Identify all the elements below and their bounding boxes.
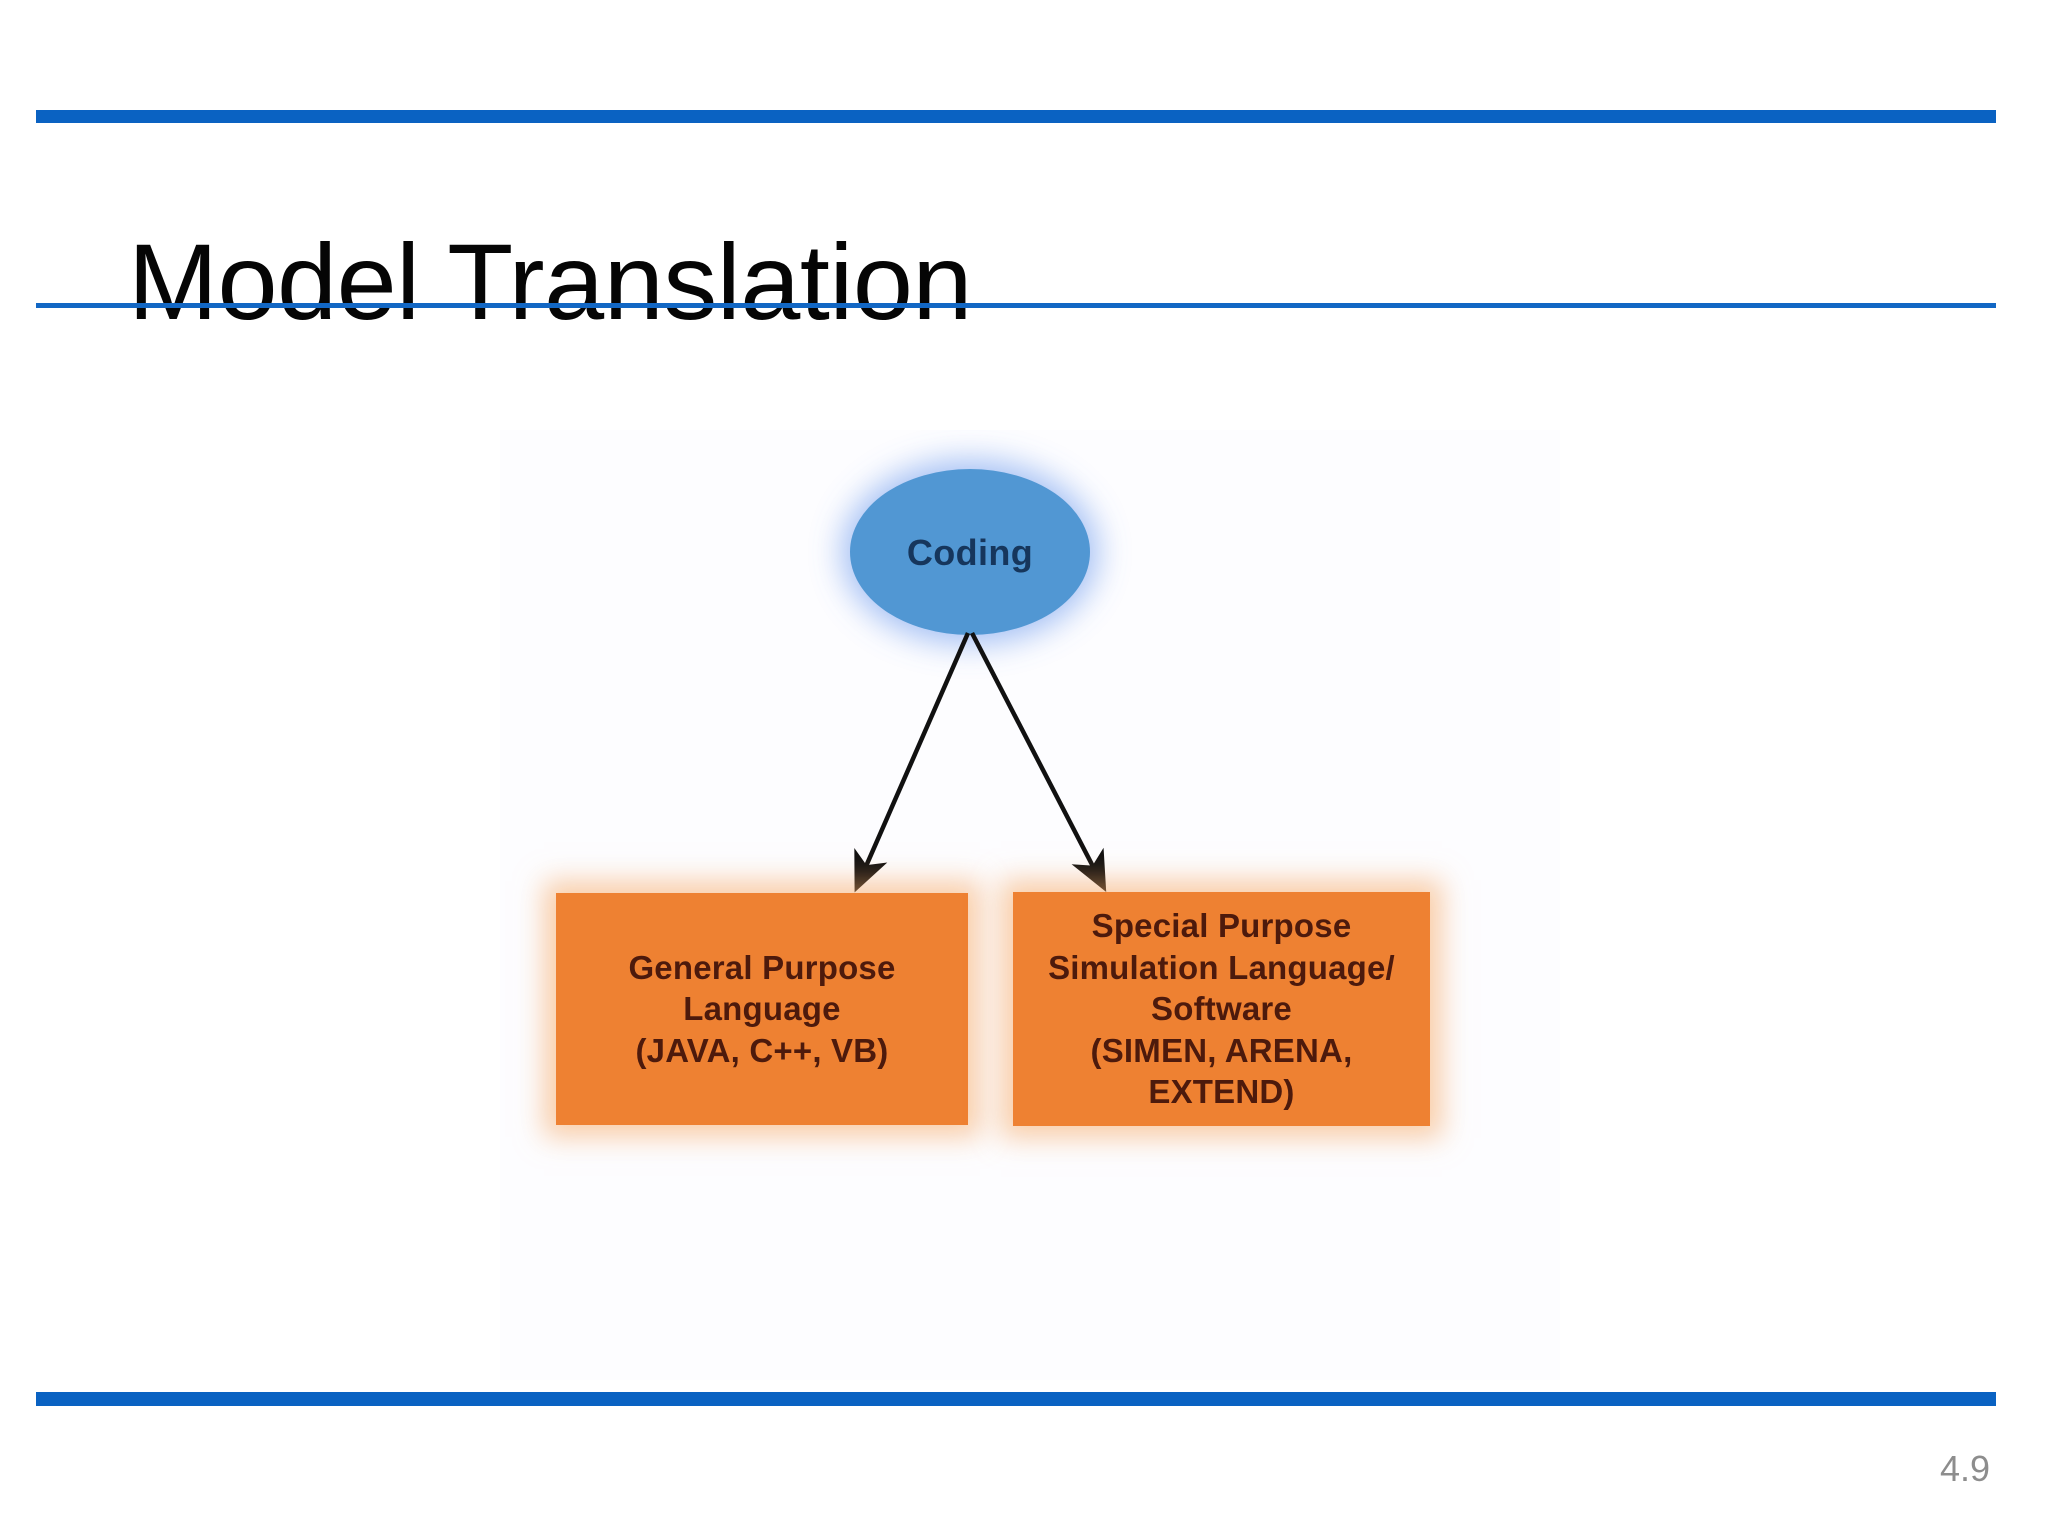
page-title: Model Translation xyxy=(128,221,972,343)
title-rule-bottom xyxy=(36,303,1996,308)
node-special-purpose-simulation: Special Purpose Simulation Language/ Sof… xyxy=(1013,892,1430,1126)
page-number: 4.9 xyxy=(1939,1448,1990,1489)
model-translation-diagram: Coding General Purpose Language (JAVA, C… xyxy=(500,430,1560,1380)
coding-ellipse xyxy=(850,469,1090,635)
node-special-purpose-simulation-label: Special Purpose Simulation Language/ Sof… xyxy=(1048,907,1395,1111)
connector-coding-to-special xyxy=(970,631,1107,892)
diagram-graphics xyxy=(842,460,1107,893)
footer-rule xyxy=(36,1392,1996,1406)
node-general-purpose-language: General Purpose Language (JAVA, C++, VB) xyxy=(556,893,968,1125)
connector-coding-to-general xyxy=(854,632,971,893)
node-general-purpose-language-label: General Purpose Language (JAVA, C++, VB) xyxy=(628,948,896,1069)
title-rule-top xyxy=(36,110,1996,123)
